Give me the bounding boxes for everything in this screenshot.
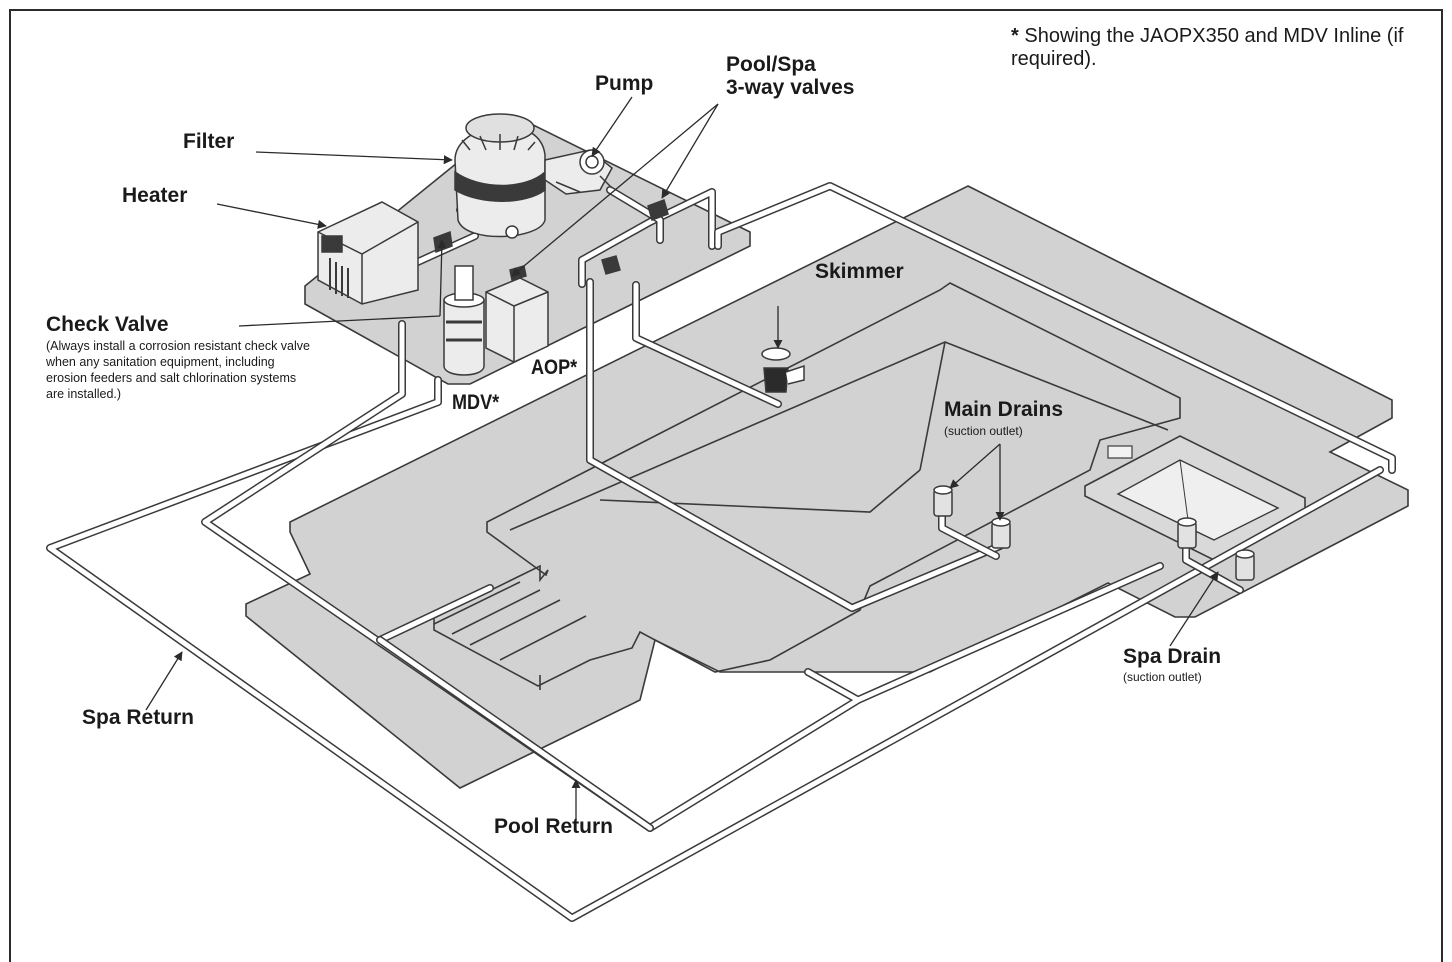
check-valve-label: Check Valve: [46, 313, 169, 336]
filter-label: Filter: [183, 130, 235, 153]
mdv-unit: [443, 265, 485, 376]
pool-steps: [433, 581, 587, 690]
mdv-label: MDV*: [452, 391, 500, 414]
main-drain-stub: [939, 509, 999, 559]
skimmer-unit: [761, 347, 805, 393]
valves-label-line1: Pool/Spa: [726, 53, 816, 76]
diagram-frame: [9, 9, 1443, 962]
valves-label: Pool/Spa 3-way valves: [726, 53, 854, 99]
aop-unit: [485, 277, 549, 363]
valves-label-line2: 3-way valves: [726, 76, 855, 99]
pipes: [46, 162, 1396, 922]
spa-drain-label: Spa Drain: [1123, 645, 1222, 668]
note-asterisk: *: [1011, 25, 1019, 47]
spa-return-label: Spa Return: [82, 706, 195, 729]
pool-interior: [433, 282, 1181, 690]
skimmer-label: Skimmer: [815, 260, 904, 283]
pool-return-branch: [377, 637, 653, 831]
pool-return-label: Pool Return: [494, 815, 613, 838]
heater-label: Heater: [122, 184, 188, 207]
aop-label: AOP*: [531, 356, 578, 379]
spa-suction-pipe: [715, 183, 1395, 473]
heater-unit: [317, 201, 419, 305]
pool-rim: [433, 282, 1181, 687]
check-valve-note: (Always install a corrosion resistant ch…: [46, 339, 310, 401]
main-drains-sub-label: (suction outlet): [944, 424, 1023, 438]
spa-return-pipe: [47, 377, 1383, 921]
spa-drain-fittings: [1177, 517, 1255, 581]
main-drains-label: Main Drains: [944, 398, 1064, 421]
skimmer-pipe: [633, 282, 781, 407]
note-text: Showing the JAOPX350 and MDV Inline (if …: [1011, 25, 1404, 70]
equipment-note: * Showing the JAOPX350 and MDV Inline (i…: [1011, 25, 1411, 71]
main-drain-pipe: [579, 189, 1003, 611]
spa-drain-sub-label: (suction outlet): [1123, 670, 1202, 684]
filter-tank: [454, 113, 546, 239]
spa: [1084, 435, 1306, 561]
spa-spillway: [1107, 445, 1133, 459]
pump-label: Pump: [595, 72, 654, 95]
leader-lines: [145, 96, 1219, 820]
